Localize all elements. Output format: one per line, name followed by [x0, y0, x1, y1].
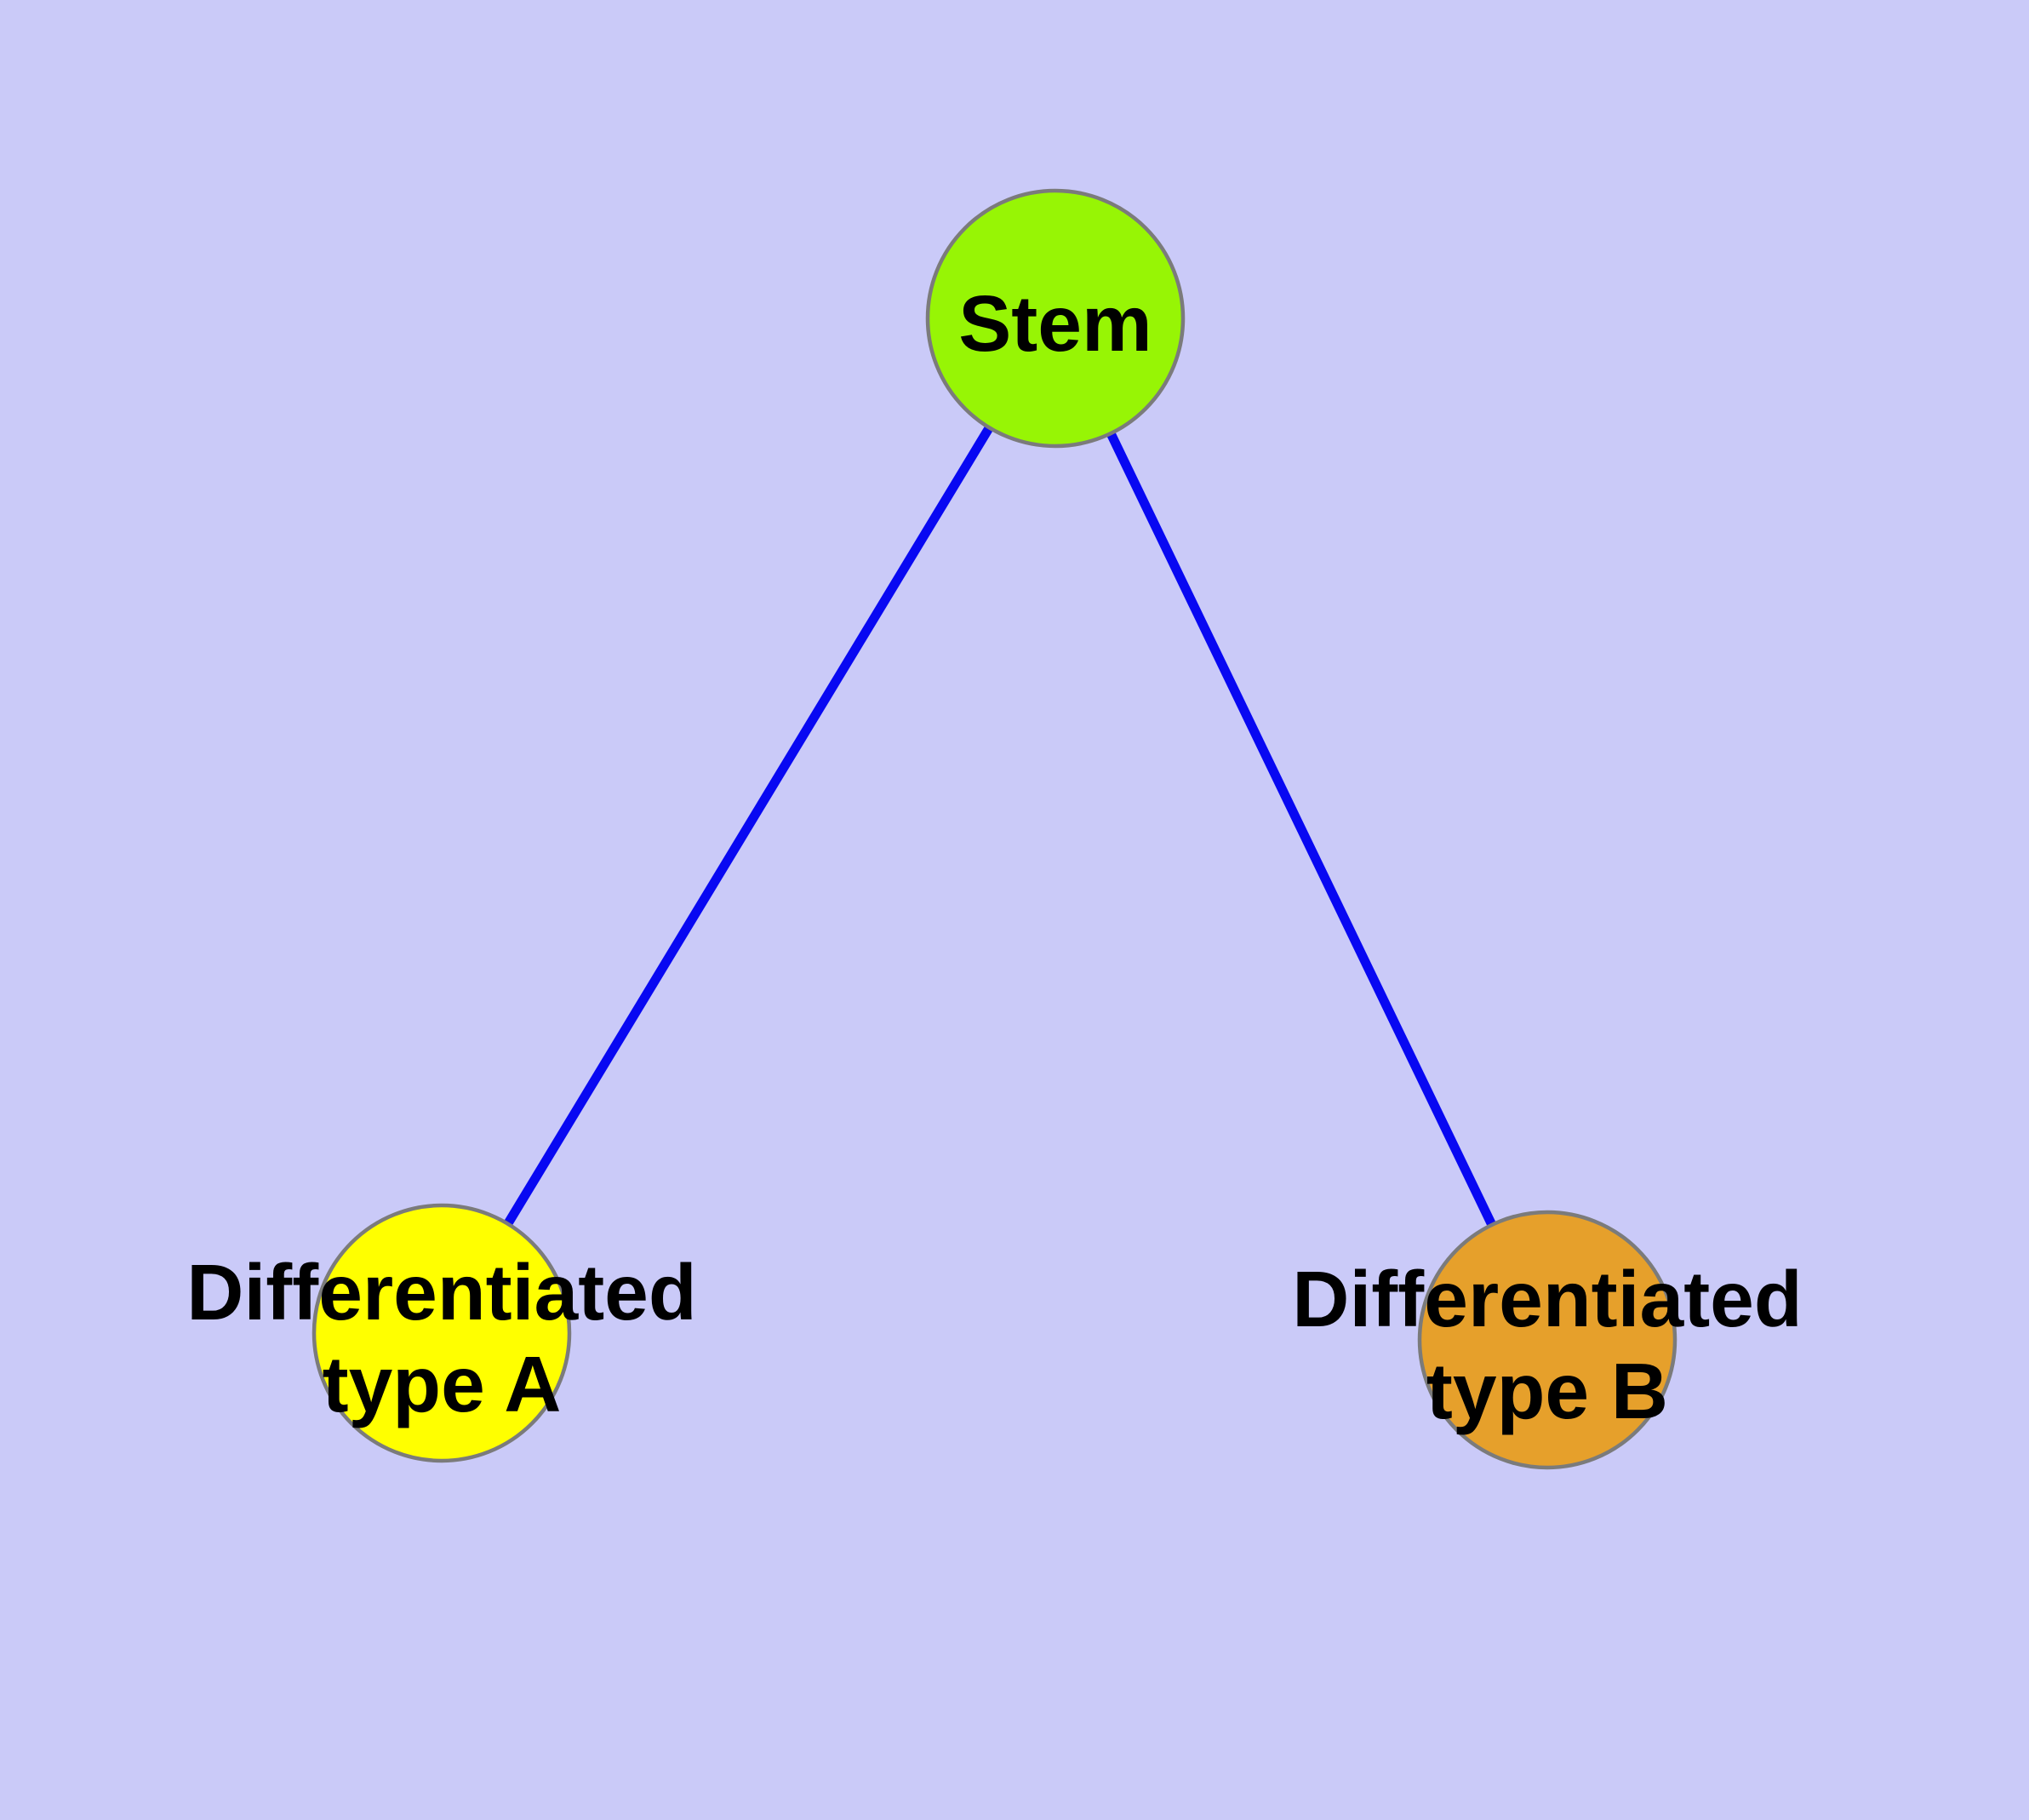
node-label-stem: Stem	[958, 279, 1152, 368]
nodes-layer	[311, 188, 1677, 1470]
node-label-line: type A	[323, 1340, 562, 1428]
node-label-line: Stem	[958, 279, 1152, 368]
node-circle-differentiated-type-a	[311, 1203, 572, 1463]
node-circle-differentiated-type-b	[1417, 1210, 1677, 1470]
edge-stem-to-differentiated-type-a	[437, 316, 1060, 1336]
edges-layer	[437, 316, 1552, 1342]
node-label-line: type B	[1426, 1347, 1668, 1435]
node-circle-stem	[925, 188, 1186, 449]
node-label-line: Differentiated	[1292, 1255, 1802, 1343]
node-label-line: Differentiated	[186, 1248, 696, 1336]
edge-stem-to-differentiated-type-b	[1051, 316, 1552, 1342]
